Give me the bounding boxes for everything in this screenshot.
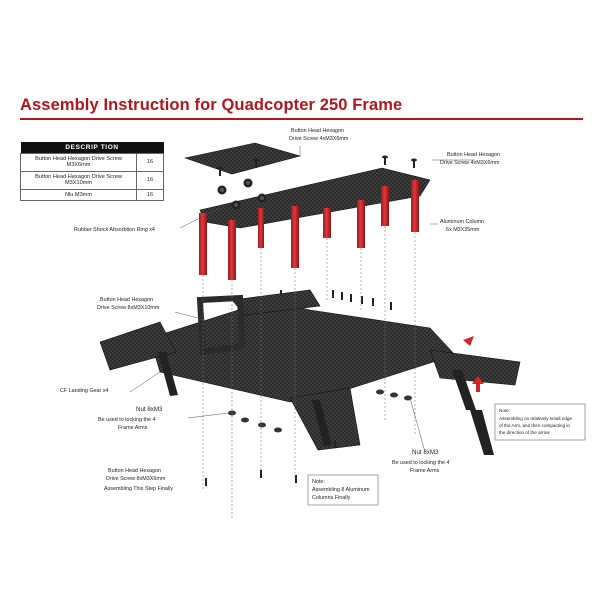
note-right-line1: Assembling on relatively small edge [499,416,572,421]
nut-left-line1: Be used to locking the 4 [98,417,156,423]
aluminum-columns [199,180,419,280]
arrow-diag-red-icon [463,336,474,346]
callout-lines [129,146,475,453]
top-main-plate [199,167,431,229]
table-row: Nlu M3mm 16 [20,188,164,202]
rubber-ring-label: Rubber Shock Absorbtion Ring x4 [74,227,155,233]
top-screw-label-sub: Drive Screw 4xM3X6mm [289,136,349,142]
aluminum-column-label: Aluminum Column [440,219,484,225]
note-box-center [307,474,379,506]
note-right-line2: of the Arm, and then compacting in [499,423,570,428]
note-center-line2: Columns Finally [312,495,351,501]
bottom-screw-label: Button Head Hexagon [108,468,161,474]
description-table: DESCRIP TION Button Head Hexagon Drive S… [20,142,164,202]
top-screws [217,155,417,176]
bottom-main-plate [149,299,456,403]
rubber-mounts [217,178,267,210]
battery-holder-plate [196,294,246,356]
top-cover-plate [183,142,302,175]
leader-lines [202,226,416,520]
bottom-screw-label-sub: Drive Screw 8xM3X6mm [106,476,166,482]
table-cell-qty: 16 [136,170,164,190]
table-cell-qty: 16 [136,188,164,202]
nut-right-title: Nut 8xM3 [412,449,439,456]
top-screw-label: Button Head Hexagon [291,128,344,134]
nut-right-line2: Frame Arms [410,468,440,474]
aluminum-column-label-sub: 6x M3X35mm [446,227,480,233]
table-row: Button Head Hexagon Drive Screw M3X6mm 1… [20,153,164,172]
table-cell-item: Nlu M3mm [20,188,137,202]
note-box-right [494,403,586,441]
right-screw-label: Button Head Hexagon [447,152,500,158]
right-screw-label-sub: Drive Screw 4xM3X6mm [440,160,500,166]
middle-screw-label-sub: Drive Screw 8xM3X10mm [97,305,160,311]
page-title: Assembly Instruction for Quadcopter 250 … [20,96,403,114]
landing-gear [158,352,494,455]
landing-gear-label: CF Landing Gear x4 [60,388,109,394]
middle-screw-label: Button Head Hexagon [100,297,153,303]
nut-left-line2: Frame Arms [118,425,148,431]
note-right-title: Note: [499,408,510,413]
bottom-screws [205,440,336,486]
bottom-screw-label-final: Assembling This Step Finally [104,486,173,492]
note-center-title: Note: [312,479,325,485]
nut-left-title: Nut 8xM3 [136,406,163,413]
description-header: DESCRIP TION [20,142,164,154]
arrow-up-red-icon [472,376,484,392]
nut-right-line1: Be used to locking the 4 [392,460,450,466]
table-row: Button Head Hexagon Drive Screw M3X10mm … [20,170,164,190]
nuts-left [228,410,282,433]
note-right-line3: the direction of the arrow [499,430,550,435]
note-center-line1: Assembling 8 Aluminum [312,487,370,493]
nuts-right [376,389,412,401]
title-divider [20,118,583,120]
